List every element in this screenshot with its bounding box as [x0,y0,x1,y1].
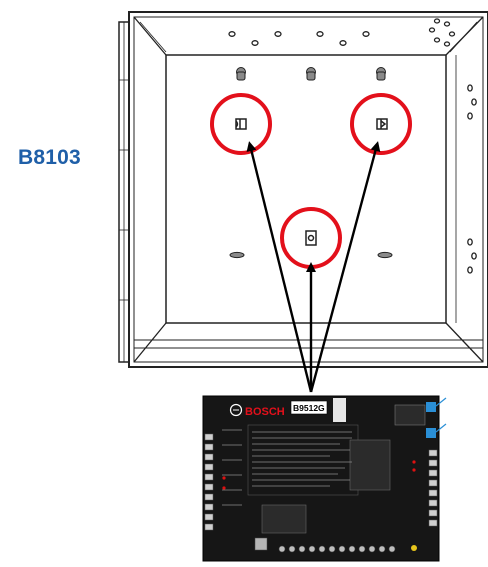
right-terminal-strip [428,449,438,527]
panel-fine-print [222,429,352,506]
mounting-clip-left [235,118,247,130]
keyhole-left [236,67,246,81]
side-slots [229,251,393,259]
control-panel-board: BOSCH B9512G [202,395,447,562]
arrow-to-top-right [309,141,381,393]
bosch-logo-icon [229,403,243,417]
arrow-to-top-left [246,141,313,393]
enclosure-model-label: B8103 [18,146,81,169]
keyhole-slots [236,67,386,81]
blue-terminal-connectors [426,402,436,438]
panel-brand-text: BOSCH [245,406,285,418]
keyhole-right [376,67,386,81]
status-leds [222,460,416,490]
mounting-clip-right [376,118,388,130]
callout-circle-top-left [210,93,272,155]
enclosure-back-panel [165,54,447,324]
keyhole-center [306,67,316,81]
arrows [246,141,381,393]
enclosure [118,11,488,368]
mounting-clip-center [305,230,317,246]
bottom-terminal-row [278,545,396,553]
panel-model-text: B9512G [293,403,325,413]
callout-circle-top-right [350,93,412,155]
right-knockouts [467,84,477,274]
ethernet-port [254,537,268,551]
enclosure-hinge [118,21,130,363]
top-knockouts [228,18,456,47]
left-terminal-strip [204,433,214,531]
panel-model-box [290,400,328,415]
